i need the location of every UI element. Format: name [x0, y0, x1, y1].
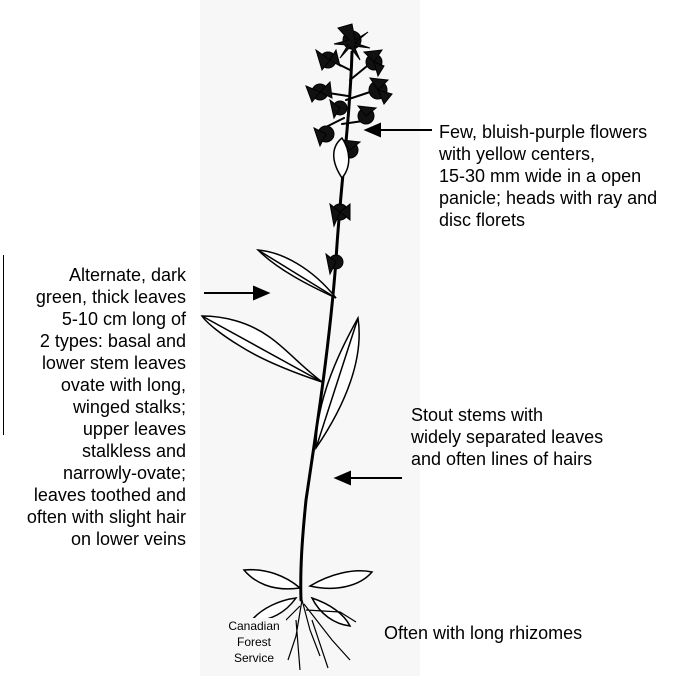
annotation-line: panicle; heads with ray and [439, 187, 657, 209]
flower-head-2 [316, 50, 340, 70]
annotation-line: disc florets [439, 209, 657, 231]
leaves-annotation: Alternate, dark green, thick leaves 5-10… [27, 264, 186, 550]
flowers-annotation: Few, bluish-purple flowers with yellow c… [439, 121, 657, 231]
flower-head-6 [330, 100, 347, 118]
flower-head-8 [314, 126, 334, 146]
flower-head-7 [358, 106, 376, 124]
annotation-line: Few, bluish-purple flowers [439, 121, 657, 143]
annotation-line: upper leaves [27, 418, 186, 440]
annotation-line: green, thick leaves [27, 286, 186, 308]
arrow-flowers-head [366, 124, 380, 136]
image-credit: Canadian Forest Service [222, 618, 286, 666]
annotation-line: often with slight hair [27, 506, 186, 528]
basal-leaf-right [310, 571, 372, 589]
credit-line: Forest [222, 634, 286, 650]
leaf-upper-left-vein [258, 250, 336, 298]
leaf-middle-left-vein [202, 316, 322, 382]
annotation-line: leaves toothed and [27, 484, 186, 506]
stems-annotation: Stout stems with widely separated leaves… [411, 404, 603, 470]
flower-head-4 [306, 82, 332, 102]
annotation-line: ovate with long, [27, 374, 186, 396]
annotation-line: lower stem leaves [27, 352, 186, 374]
annotation-line: 15-30 mm wide in a open [439, 165, 657, 187]
annotation-line: narrowly-ovate; [27, 462, 186, 484]
credit-line: Service [222, 650, 286, 666]
annotation-line: Alternate, dark [27, 264, 186, 286]
annotation-line: and often lines of hairs [411, 448, 603, 470]
basal-leaf-left [244, 570, 300, 589]
annotation-line: winged stalks; [27, 396, 186, 418]
arrow-leaves-head [254, 287, 268, 299]
rhizome-roots [280, 600, 356, 670]
annotation-line: on lower veins [27, 528, 186, 550]
credit-line: Canadian [222, 618, 286, 634]
rhizomes-annotation: Often with long rhizomes [384, 622, 582, 644]
annotation-line: 2 types: basal and [27, 330, 186, 352]
annotation-line: with yellow centers, [439, 143, 657, 165]
arrow-stems-head [336, 472, 350, 484]
flower-head-5 [369, 78, 392, 104]
annotation-line: stalkless and [27, 440, 186, 462]
annotation-line: Stout stems with [411, 404, 603, 426]
flower-head-3 [364, 50, 384, 76]
annotation-line: widely separated leaves [411, 426, 603, 448]
annotation-line: 5-10 cm long of [27, 308, 186, 330]
